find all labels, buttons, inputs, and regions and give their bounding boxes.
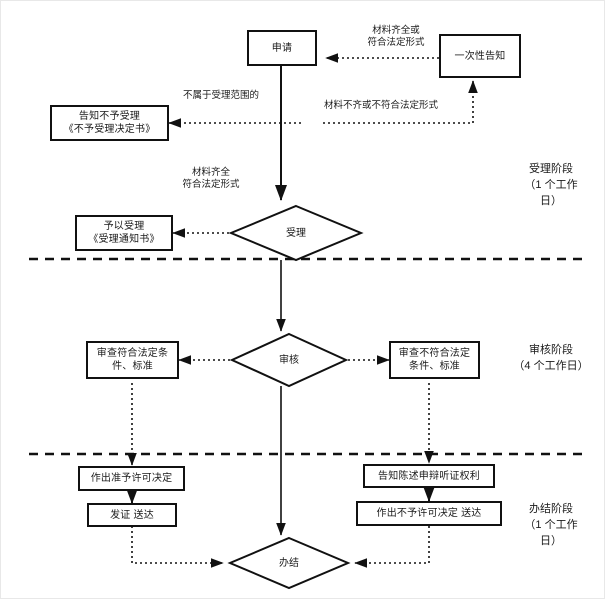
stage-label-acceptance-line3: 日） <box>540 195 562 207</box>
node-review-conforms-line2: 件、标准 <box>112 361 153 372</box>
node-approve-decision-label: 作出准予许可决定 <box>90 473 173 484</box>
node-review-conforms[interactable]: 审查符合法定条 件、标准 <box>86 341 179 379</box>
edge-label-materials-complete-line2: 符合法定形式 <box>182 179 240 190</box>
node-approve-decision[interactable]: 作出准予许可决定 <box>78 466 185 491</box>
node-one-time-notice[interactable]: 一次性告知 <box>439 34 521 78</box>
node-review-not-conforms[interactable]: 审查不符合法定 条件、标准 <box>389 341 480 379</box>
edge-label-out-of-scope: 不属于受理范围的 <box>166 90 276 102</box>
node-accept-label: 受理 <box>286 227 306 239</box>
edge-permitno-to-done <box>354 526 430 568</box>
stage-label-completion-line1: 办结阶段 <box>529 503 573 515</box>
node-notify-rights[interactable]: 告知陈述申辩听证权利 <box>363 464 495 488</box>
stage-label-completion-line2: （1 个工作 <box>524 519 578 531</box>
node-apply[interactable]: 申请 <box>247 30 317 66</box>
node-notify-not-accepted-line1: 告知不予受理 <box>78 111 141 122</box>
edge-issue-to-done <box>131 526 224 568</box>
node-accepted-notice-line2: 《受理通知书》 <box>88 234 160 245</box>
node-one-time-notice-label: 一次性告知 <box>454 50 506 62</box>
stage-label-review-line2: （4 个工作日） <box>513 360 589 372</box>
node-notify-rights-label: 告知陈述申辩听证权利 <box>378 470 480 482</box>
edge-label-materials-incomplete: 材料不齐或不符合法定形式 <box>301 100 461 112</box>
stage-label-review: 审核阶段 （4 个工作日） <box>506 342 596 374</box>
node-review[interactable]: 审核 <box>249 350 329 370</box>
node-review-conforms-line1: 审查符合法定条 <box>96 348 169 359</box>
edge-label-materials-complete: 材料齐全 符合法定形式 <box>156 167 266 191</box>
diamond-accept <box>228 204 364 262</box>
node-notify-not-accepted-line2: 《不予受理决定书》 <box>63 124 156 135</box>
stage-label-completion: 办结阶段 （1 个工作 日） <box>506 501 596 549</box>
node-notify-not-accepted[interactable]: 告知不予受理 《不予受理决定书》 <box>50 105 169 141</box>
edge-accept-to-onetime <box>323 80 478 124</box>
stage-label-completion-line3: 日） <box>540 535 562 547</box>
diamond-review <box>229 332 349 388</box>
edge-label-materials-ok-or-legal-line1: 材料齐全或 <box>372 25 420 36</box>
stage-label-acceptance-line2: （1 个工作 <box>524 179 578 191</box>
edge-label-out-of-scope-line1: 不属于受理范围的 <box>182 90 259 101</box>
diamond-done <box>227 536 351 590</box>
node-review-label: 审核 <box>279 354 299 366</box>
node-reject-decision-deliver[interactable]: 作出不予许可决定 送达 <box>356 501 502 526</box>
edge-label-materials-incomplete-line1: 材料不齐或不符合法定形式 <box>323 100 438 111</box>
stage-label-acceptance-line1: 受理阶段 <box>529 163 573 175</box>
stage-label-acceptance: 受理阶段 （1 个工作 日） <box>506 161 596 209</box>
edge-label-materials-complete-line1: 材料齐全 <box>191 167 230 178</box>
edge-label-materials-ok-or-legal-line2: 符合法定形式 <box>367 37 425 48</box>
node-apply-label: 申请 <box>271 42 293 54</box>
node-accept[interactable]: 受理 <box>256 223 336 243</box>
node-issue-deliver[interactable]: 发证 送达 <box>87 503 177 527</box>
node-done[interactable]: 办结 <box>249 553 329 573</box>
node-accepted-notice-line1: 予以受理 <box>103 221 145 232</box>
node-review-not-conforms-line1: 审查不符合法定 <box>398 348 471 359</box>
node-issue-deliver-label: 发证 送达 <box>110 509 154 521</box>
node-reject-decision-deliver-label: 作出不予许可决定 送达 <box>376 508 482 519</box>
node-review-not-conforms-line2: 条件、标准 <box>409 361 460 372</box>
node-done-label: 办结 <box>279 557 299 569</box>
edge-label-materials-ok-or-legal: 材料齐全或 符合法定形式 <box>331 25 461 49</box>
stage-label-review-line1: 审核阶段 <box>529 344 573 356</box>
node-accepted-notice[interactable]: 予以受理 《受理通知书》 <box>75 215 173 251</box>
